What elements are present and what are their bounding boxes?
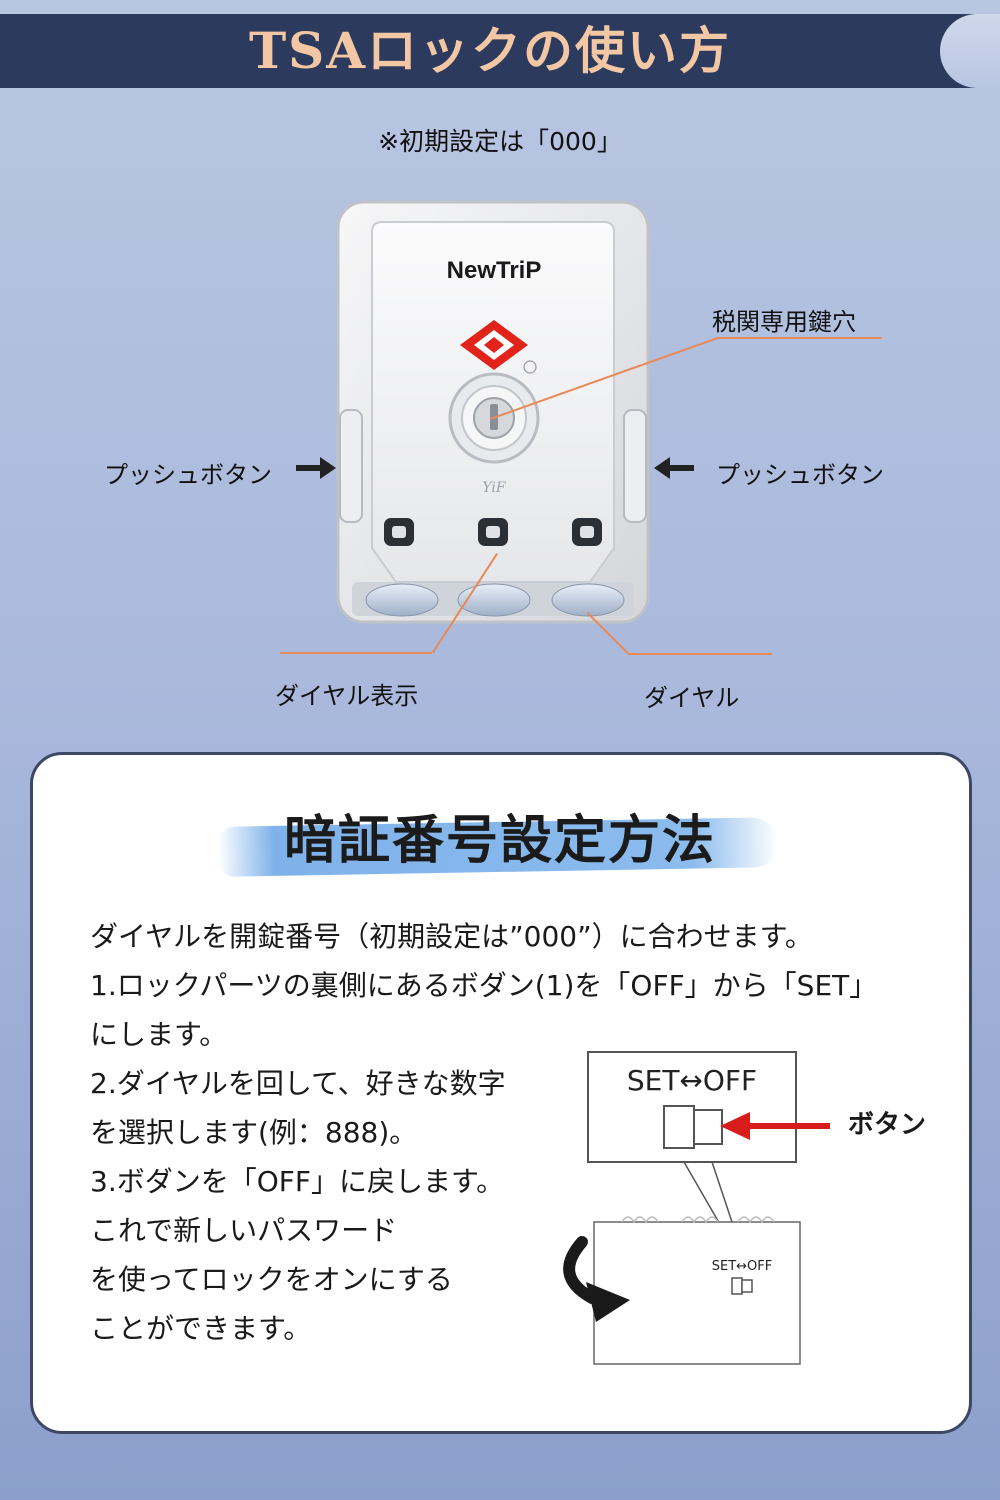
rotate-arrow-icon — [563, 1236, 630, 1322]
card-title: 暗証番号設定方法 — [283, 810, 716, 871]
instruction-line-0: ダイヤルを開錠番号（初期設定は”000”）に合わせます。 — [90, 920, 813, 953]
slide-switch-icon — [663, 1105, 723, 1149]
tsa-diamond-icon — [460, 320, 528, 370]
instruction-line-5: 3.ボダンを「OFF」に戻します。 — [90, 1165, 505, 1198]
dial-display-callout-line-h — [280, 652, 432, 654]
set-off-label-small: SET↔OFF — [712, 1259, 773, 1274]
instruction-line-4: を選択します(例：888)。 — [90, 1116, 418, 1149]
push-button-label-left: プッシュボタン — [104, 461, 272, 489]
instruction-line-7: を使ってロックをオンにする — [90, 1263, 453, 1296]
dial-display-label: ダイヤル表示 — [275, 682, 419, 710]
arrow-right-icon — [296, 457, 336, 479]
keyhole-label: 税関専用鍵穴 — [712, 308, 856, 336]
dial-display-windows — [384, 518, 602, 546]
instruction-line-2: にします。 — [90, 1018, 228, 1051]
dial-callout-line-h — [628, 653, 772, 655]
tsa-lock-illustration: NewTriP YiF — [336, 200, 650, 624]
page-title: TSAロックの使い方 — [248, 21, 732, 80]
red-arrow-icon — [720, 1112, 830, 1140]
small-logo: YiF — [482, 480, 506, 496]
brand-logo: NewTriP — [447, 257, 542, 284]
instruction-line-8: ことができます。 — [90, 1312, 312, 1345]
arrow-left-icon — [654, 457, 694, 479]
title-banner: TSAロックの使い方 — [0, 14, 1000, 88]
keyhole-callout-line-h — [718, 337, 882, 339]
push-button-label-right: プッシュボタン — [716, 461, 884, 489]
default-setting-note: ※初期設定は「000」 — [378, 127, 622, 156]
set-off-switch-diagram: SET↔OFF SET↔OFF — [563, 1051, 830, 1365]
set-off-label-large: SET↔OFF — [627, 1064, 757, 1097]
instruction-line-1: 1.ロックパーツの裏側にあるボダン(1)を「OFF」から「SET」 — [90, 969, 878, 1002]
instruction-line-6: これで新しいパスワード — [90, 1214, 398, 1247]
instruction-line-3: 2.ダイヤルを回して、好きな数字 — [90, 1067, 506, 1100]
small-switch-icon — [731, 1277, 753, 1295]
banner-cap — [940, 14, 1000, 88]
button-label: ボタン — [848, 1110, 927, 1140]
dial-label: ダイヤル — [644, 684, 740, 712]
